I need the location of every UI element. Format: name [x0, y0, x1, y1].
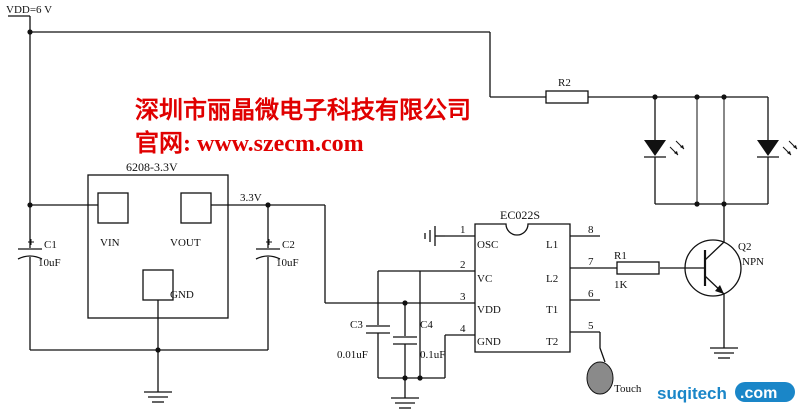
c1-value: 10uF — [38, 257, 61, 269]
pin-vc: VC — [477, 273, 492, 285]
watermark-domain: .com — [740, 385, 777, 402]
ground-regulator — [144, 391, 172, 403]
npn-label: NPN — [742, 256, 764, 268]
pin-t2: T2 — [546, 336, 558, 348]
ic-ec022s — [474, 223, 571, 353]
c3-value: 0.01uF — [337, 349, 368, 361]
pin-t1: T1 — [546, 304, 558, 316]
c2-value: 10uF — [276, 257, 299, 269]
c1-label: C1 — [44, 239, 57, 251]
c4-label: C4 — [420, 319, 433, 331]
r1-label: R1 — [614, 250, 627, 262]
q2-label: Q2 — [738, 241, 751, 253]
pin1-num: 1 — [460, 224, 466, 236]
v33-label: 3.3V — [240, 192, 262, 204]
vdd-label: VDD=6 V — [6, 4, 52, 16]
reg-vin-label: VIN — [100, 237, 120, 249]
pin5-num: 5 — [588, 320, 594, 332]
c4-value: 0.1uF — [420, 349, 445, 361]
ground-q2 — [710, 347, 738, 359]
touch-label: Touch — [614, 383, 642, 395]
pin3-num: 3 — [460, 291, 466, 303]
ground-ic — [391, 397, 419, 409]
pin-l1: L1 — [546, 239, 558, 251]
capacitor-c1 — [17, 205, 43, 350]
pin6-num: 6 — [588, 288, 594, 300]
company-website: 官网: www.szecm.com — [135, 129, 364, 157]
r2-label: R2 — [558, 77, 571, 89]
r1-value: 1K — [614, 279, 628, 291]
capacitor-c2 — [255, 205, 281, 350]
pin8-num: 8 — [588, 224, 594, 236]
watermark-text: suqitech — [657, 384, 727, 403]
reg-vout-label: VOUT — [170, 237, 201, 249]
capacitor-c3 — [366, 325, 390, 334]
pin4-num: 4 — [460, 323, 466, 335]
pin-gnd: GND — [477, 336, 501, 348]
pin-l2: L2 — [546, 273, 558, 285]
touch-pad — [586, 332, 614, 395]
c2-label: C2 — [282, 239, 295, 251]
c3-label: C3 — [350, 319, 363, 331]
pin2-num: 2 — [460, 259, 466, 271]
resistor-r2 — [545, 90, 589, 104]
watermark-logo: suqitech .com — [657, 382, 795, 403]
led-right — [757, 97, 798, 204]
pin-vdd: VDD — [477, 304, 501, 316]
resistor-r1 — [616, 261, 660, 275]
capacitor-c4 — [393, 336, 417, 345]
pin7-num: 7 — [588, 256, 594, 268]
led-left — [644, 97, 685, 204]
vdd-rail — [8, 15, 546, 205]
transistor-q2 — [660, 204, 742, 348]
reg-gnd-label: GND — [170, 289, 194, 301]
ic-label: EC022S — [500, 208, 540, 222]
ground-osc — [424, 226, 445, 246]
regulator-label: 6208-3.3V — [126, 160, 178, 174]
company-name: 深圳市丽晶微电子科技有限公司 — [135, 96, 471, 124]
pin-osc: OSC — [477, 239, 498, 251]
